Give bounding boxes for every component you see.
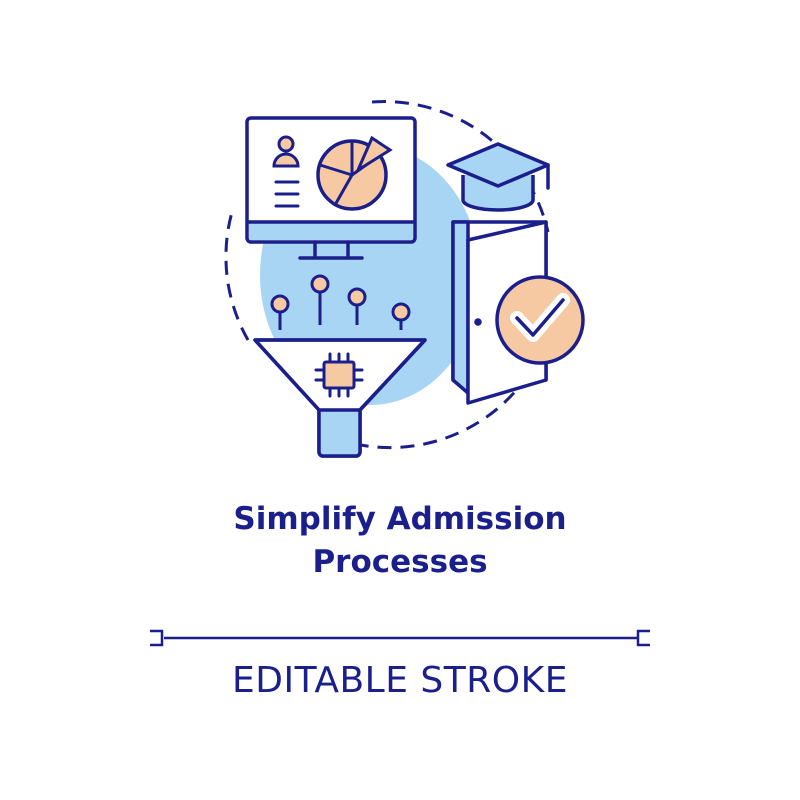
- funnel-icon: [253, 338, 427, 458]
- graduation-cap-icon: [446, 142, 550, 212]
- stroke-handle-right: [636, 629, 650, 647]
- microchip-icon: [314, 352, 364, 398]
- checkmark-badge-icon: [495, 275, 585, 365]
- caption: EDITABLE STROKE: [232, 660, 568, 701]
- data-pins: [270, 274, 411, 330]
- stroke-handle-left: [150, 629, 164, 647]
- user-profile-icon: [272, 135, 300, 208]
- title: Simplify Admission Processes: [0, 498, 800, 584]
- title-line-1: Simplify Admission: [233, 501, 567, 537]
- admission-concept-illustration: [224, 100, 585, 458]
- pie-chart-icon: [316, 135, 393, 211]
- editable-stroke-line: [150, 629, 650, 647]
- title-line-2: Processes: [312, 544, 488, 580]
